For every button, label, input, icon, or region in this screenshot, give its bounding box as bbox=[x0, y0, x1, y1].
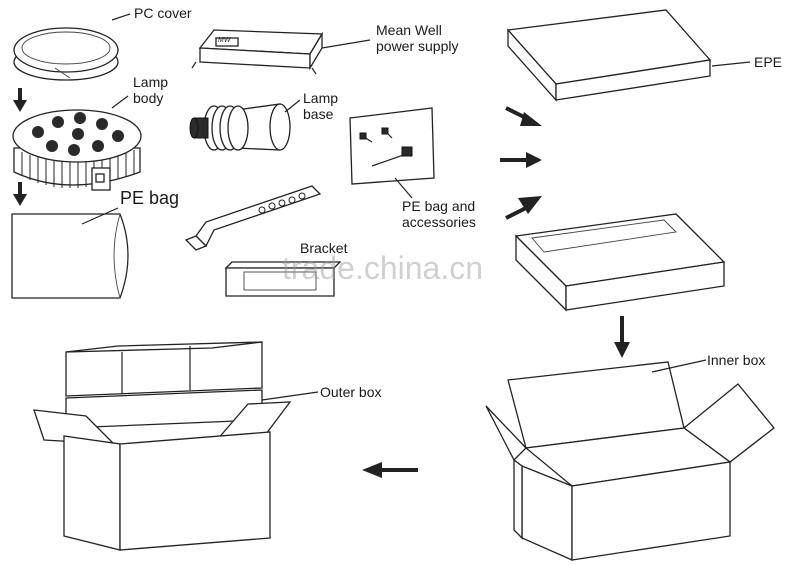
down-arrow-1 bbox=[13, 88, 27, 112]
arrow-diag-down bbox=[505, 106, 542, 126]
pc-cover-drawing bbox=[13, 27, 119, 81]
down-arrow-3 bbox=[614, 316, 630, 358]
accessories-bag-drawing bbox=[349, 107, 435, 185]
arrow-diag-up bbox=[505, 196, 542, 220]
arrow-right bbox=[500, 152, 542, 168]
accessories-leader bbox=[394, 177, 413, 199]
bracket-drawing bbox=[184, 185, 342, 297]
label-outer-box: Outer box bbox=[320, 384, 382, 400]
watermark: trade.china.cn bbox=[282, 250, 484, 286]
lamp-base-leader bbox=[284, 99, 301, 113]
label-inner-box: Inner box bbox=[707, 352, 766, 368]
inner-box-leader bbox=[651, 359, 707, 373]
label-pe-bag: PE bag bbox=[120, 188, 180, 208]
epe-drawing bbox=[506, 9, 712, 102]
inner-box-drawing bbox=[485, 361, 775, 561]
label-mean-well-power-supply: Mean Well power supply bbox=[376, 22, 459, 54]
lamp-body-drawing bbox=[12, 109, 142, 191]
down-arrow-2 bbox=[13, 182, 27, 206]
label-epe: EPE bbox=[754, 54, 783, 70]
outer-box-leader bbox=[261, 391, 319, 401]
outer-box-drawing bbox=[33, 341, 292, 551]
power-supply-leader bbox=[321, 39, 371, 49]
pe-bag-leader bbox=[81, 207, 119, 225]
label-pe-bag-accessories: PE bag and accessories bbox=[402, 198, 476, 230]
power-supply-drawing bbox=[191, 29, 324, 75]
arrow-left bbox=[362, 462, 418, 478]
lamp-base-drawing bbox=[189, 103, 291, 151]
epe-tray-drawing bbox=[514, 213, 726, 312]
label-lamp-base: Lamp base bbox=[303, 90, 339, 122]
label-lamp-body: Lamp body bbox=[133, 74, 169, 106]
epe-leader bbox=[711, 61, 751, 67]
label-bracket: Bracket bbox=[300, 240, 348, 256]
pe-bag-drawing bbox=[11, 213, 129, 299]
pc-cover-leader bbox=[111, 13, 131, 21]
label-pc-cover: PC cover bbox=[134, 5, 192, 21]
power-supply-brand: MW bbox=[218, 37, 231, 44]
lamp-body-leader bbox=[111, 95, 129, 109]
